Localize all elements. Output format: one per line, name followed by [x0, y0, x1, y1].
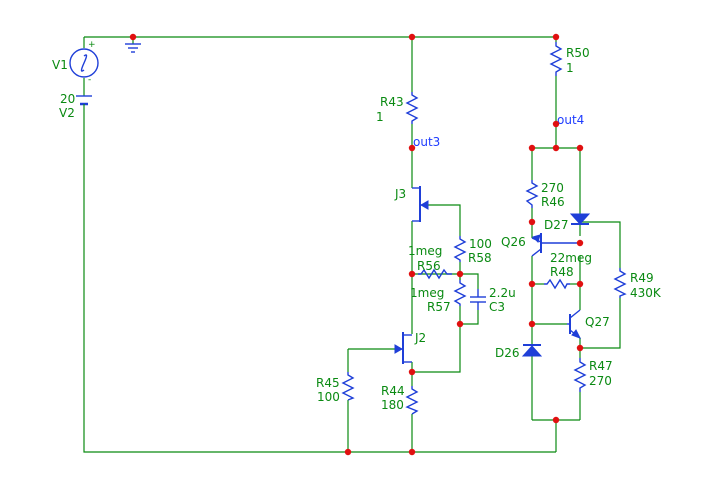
gate-arrow-icon: [394, 344, 404, 354]
junction-node: [408, 368, 416, 376]
R43-label: R43: [380, 95, 404, 109]
emitter-arrow-icon: [532, 234, 541, 243]
diode-triangle-icon: [569, 213, 591, 225]
V2-battery[interactable]: 20 V2: [59, 92, 92, 120]
junction-node: [129, 33, 137, 41]
voltage-source-circle: [69, 48, 99, 78]
J3-label: J3: [394, 187, 406, 201]
R58-value: 100: [469, 237, 492, 251]
junction-node: [528, 320, 536, 328]
diode-triangle-icon: [521, 345, 543, 357]
R43-value: 1: [376, 110, 384, 124]
C3-label: C3: [489, 300, 505, 314]
R46-resistor[interactable]: 270 R46: [525, 180, 565, 209]
junction-node: [528, 144, 536, 152]
plus-sign: +: [88, 40, 96, 50]
D27-label: D27: [544, 218, 569, 232]
junction-node: [576, 239, 584, 247]
junction-node: [552, 33, 560, 41]
R44-resistor[interactable]: R44 180: [381, 384, 419, 415]
R46-value: 270: [541, 181, 564, 195]
junction-node: [576, 344, 584, 352]
gate-arrow-icon: [419, 200, 429, 210]
D26-label: D26: [495, 346, 520, 360]
R45-resistor[interactable]: R45 100: [316, 372, 355, 404]
junction-node: [576, 280, 584, 288]
R56-label: R56: [417, 259, 441, 273]
junction-node: [576, 144, 584, 152]
R58-label: R58: [468, 251, 492, 265]
R47-value: 270: [589, 374, 612, 388]
junction-node: [552, 416, 560, 424]
wires: [83, 36, 621, 453]
J2-jfet[interactable]: J2: [394, 331, 426, 364]
R57-value: 1meg: [410, 286, 444, 300]
R56-value: 1meg: [408, 244, 442, 258]
out3-net-label: out3: [413, 135, 440, 149]
junction-node: [552, 144, 560, 152]
Q26-transistor[interactable]: Q26: [501, 233, 580, 257]
J3-jfet[interactable]: J3: [394, 186, 429, 222]
C3-value: 2.2u: [489, 286, 516, 300]
R50-value: 1: [566, 61, 574, 75]
R47-label: R47: [589, 359, 613, 373]
junction-node: [408, 33, 416, 41]
V1-label: V1: [52, 58, 68, 72]
R57-resistor[interactable]: 1meg R57: [410, 280, 467, 314]
R56-resistor[interactable]: 1meg R56: [408, 244, 452, 280]
R49-value: 430K: [630, 286, 662, 300]
V2-label: V2: [59, 106, 75, 120]
R57-label: R57: [427, 300, 451, 314]
Q27-transistor[interactable]: Q27: [567, 309, 610, 339]
R44-label: R44: [381, 384, 405, 398]
junction-node: [456, 270, 464, 278]
junction-node: [528, 280, 536, 288]
C3-capacitor[interactable]: 2.2u C3: [470, 286, 516, 314]
junction-node: [552, 120, 560, 128]
emitter-arrow-icon: [571, 329, 582, 339]
V2-value: 20: [60, 92, 75, 106]
R50-label: R50: [566, 46, 590, 60]
sine-icon: [80, 54, 88, 72]
Q27-label: Q27: [585, 315, 610, 329]
R45-value: 100: [317, 390, 340, 404]
R48-resistor[interactable]: 22meg R48: [544, 251, 592, 290]
ground-symbol: [125, 43, 141, 53]
junction-node: [408, 144, 416, 152]
R48-label: R48: [550, 265, 574, 279]
R48-value: 22meg: [550, 251, 592, 265]
minus-sign: -: [88, 75, 91, 85]
R45-label: R45: [316, 376, 340, 390]
junction-node: [456, 320, 464, 328]
junction-node: [344, 448, 352, 456]
out4-net-label: out4: [557, 113, 584, 127]
junction-node: [408, 270, 416, 278]
R46-label: R46: [541, 195, 565, 209]
R50-resistor[interactable]: R50 1: [549, 42, 590, 76]
R47-resistor[interactable]: R47 270: [573, 358, 613, 392]
junction-node: [408, 448, 416, 456]
D26-diode[interactable]: D26: [495, 344, 543, 360]
R58-resistor[interactable]: 100 R58: [453, 236, 492, 265]
junction-node: [528, 218, 536, 226]
R49-label: R49: [630, 271, 654, 285]
junction-nodes: [129, 33, 584, 456]
Q26-label: Q26: [501, 235, 526, 249]
R43-resistor[interactable]: R43 1: [376, 92, 419, 124]
D27-diode[interactable]: D27: [544, 213, 591, 232]
R49-resistor[interactable]: R49 430K: [613, 268, 662, 300]
J2-label: J2: [414, 331, 426, 345]
V1-source[interactable]: + - V1: [52, 40, 99, 85]
R44-value: 180: [381, 398, 404, 412]
